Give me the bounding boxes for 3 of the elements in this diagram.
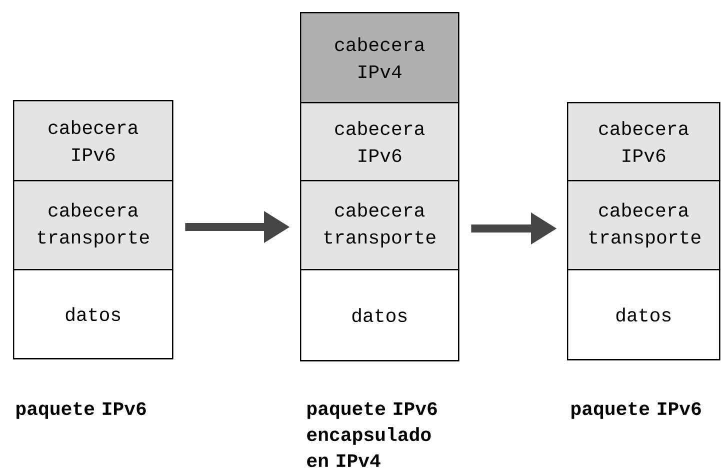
packet-caption: paquete IPv6 — [572, 402, 701, 419]
packet-caption: paquete IPv6 encapsulado en IPv4 — [307, 402, 437, 468]
packet-caption: paquete IPv6 — [16, 402, 146, 419]
